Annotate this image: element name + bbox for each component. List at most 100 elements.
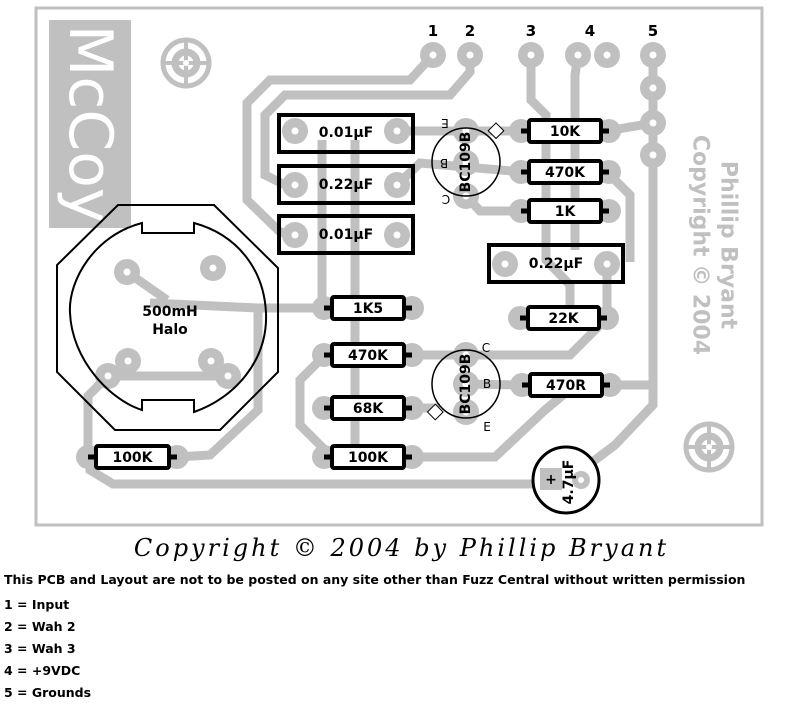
pad-hole — [527, 51, 535, 59]
capacitor-0.22uF-2: 0.22µF — [487, 243, 625, 284]
resistor-body — [94, 444, 171, 470]
pad-hole — [501, 260, 509, 268]
pad-hole — [207, 357, 215, 365]
resistor-value: 1K5 — [353, 301, 383, 317]
inductor-value: 500mH — [142, 304, 198, 320]
pcb-layout: McCoy Copyright © 2004 Phillip Bryant — [34, 6, 764, 527]
pad-hole — [123, 268, 131, 276]
resistor-r68k: 68K — [312, 395, 424, 421]
capacitor-0.01uF-2: 0.01µF — [277, 214, 415, 255]
pad-hole — [649, 84, 657, 92]
pad-hole — [574, 51, 582, 59]
pad-hole — [224, 372, 232, 380]
resistor-r470k_left: 470K — [312, 342, 424, 368]
inductor-name: Halo — [152, 322, 188, 338]
terminal-4-label: 4 — [585, 22, 595, 40]
resistor-r100k_left: 100K — [76, 444, 189, 470]
svg-text:E: E — [483, 420, 491, 434]
pad-hole — [291, 127, 299, 135]
legend-item: 1 = Input — [4, 597, 70, 612]
pad-hole — [393, 231, 401, 239]
resistor-r1k5: 1K5 — [312, 295, 424, 321]
svg-text:C: C — [442, 192, 450, 206]
svg-text:0.01µF: 0.01µF — [319, 227, 373, 243]
pad-hole — [393, 181, 401, 189]
logo: McCoy — [49, 20, 131, 228]
pad-hole — [462, 408, 470, 416]
transistor-bottom: BC109B C B E — [426, 341, 501, 434]
pad-hole — [462, 351, 470, 359]
pad-hole — [466, 51, 474, 59]
resistor-value: 68K — [353, 401, 384, 417]
resistor-body — [330, 342, 406, 368]
pad-hole — [649, 151, 657, 159]
resistor-value: 100K — [112, 450, 153, 466]
resistor-body — [528, 372, 604, 398]
board-outline — [34, 6, 764, 527]
svg-text:C: C — [482, 341, 490, 355]
svg-text:B: B — [483, 377, 491, 391]
resistor-value: 470R — [546, 378, 586, 394]
transistor-top: BC109B E B C — [431, 116, 505, 206]
resistor-value: 10K — [550, 124, 581, 140]
resistor-r100k_mid: 100K — [312, 444, 424, 470]
pad-hole — [393, 127, 401, 135]
svg-text:McCoy: McCoy — [55, 25, 125, 224]
resistor-body — [526, 305, 601, 331]
resistors: 10K 470K 1K 22K 470R 1K5 470K 68K 100K 100K — [76, 118, 622, 470]
resistor-value: 470K — [348, 348, 389, 364]
resistor-value: 100K — [348, 450, 389, 466]
legend-item: 4 = +9VDC — [4, 663, 81, 678]
terminal-5-label: 5 — [648, 22, 658, 40]
electrolytic-capacitor: + 4.7µF — [531, 445, 601, 515]
svg-text:0.22µF: 0.22µF — [319, 177, 373, 193]
capacitor-0.01uF-1: 0.01µF — [277, 113, 415, 154]
pad-hole — [209, 264, 217, 272]
terminal-1-label: 1 — [428, 22, 438, 40]
pad-hole — [429, 51, 437, 59]
resistor-body — [527, 159, 603, 185]
terminal-2-label: 2 — [465, 22, 475, 40]
mounting-hole-icon — [683, 421, 735, 473]
mounting-hole-icon — [160, 37, 212, 89]
pad-hole — [649, 51, 657, 59]
svg-text:0.01µF: 0.01µF — [319, 125, 373, 141]
resistor-body — [527, 198, 603, 224]
resistor-body — [330, 295, 406, 321]
terminal-3-label: 3 — [526, 22, 536, 40]
capacitor-0.22uF-1: 0.22µF — [277, 164, 415, 205]
svg-text:BC109B: BC109B — [458, 132, 474, 193]
resistor-r10k: 10K — [509, 118, 621, 144]
resistor-r1k: 1K — [509, 198, 621, 224]
pad-hole — [603, 51, 611, 59]
pad-hole — [104, 372, 112, 380]
resistor-r22k: 22K — [508, 305, 619, 331]
pad-hole — [291, 231, 299, 239]
resistor-body — [330, 395, 406, 421]
svg-text:+: + — [545, 472, 557, 488]
svg-text:0.22µF: 0.22µF — [529, 256, 583, 272]
pad-hole — [124, 357, 132, 365]
svg-text:4.7µF: 4.7µF — [561, 460, 577, 505]
legend-item: 2 = Wah 2 — [4, 619, 76, 634]
legend-item: 3 = Wah 3 — [4, 641, 76, 656]
pads — [95, 42, 666, 425]
copyright-signature: Copyright © 2004 by Phillip Bryant — [133, 534, 670, 562]
resistor-body — [527, 118, 603, 144]
pad-hole — [603, 260, 611, 268]
resistor-value: 470K — [545, 165, 586, 181]
terminal-labels: 1 2 3 4 5 — [428, 22, 658, 40]
resistor-body — [330, 444, 406, 470]
svg-text:Copyright © 2004: Copyright © 2004 — [688, 135, 713, 355]
pad-hole — [462, 159, 470, 167]
copyright-silkscreen: Copyright © 2004 Phillip Bryant — [688, 135, 741, 355]
resistor-value: 22K — [548, 311, 579, 327]
pad-hole — [291, 181, 299, 189]
resistor-r470k_top: 470K — [509, 159, 621, 185]
svg-text:E: E — [441, 116, 449, 130]
svg-text:B: B — [440, 156, 448, 170]
svg-text:Phillip Bryant: Phillip Bryant — [716, 161, 741, 330]
notice-text: This PCB and Layout are not to be posted… — [4, 572, 746, 587]
pad-hole — [462, 380, 470, 388]
pad-hole — [462, 127, 470, 135]
